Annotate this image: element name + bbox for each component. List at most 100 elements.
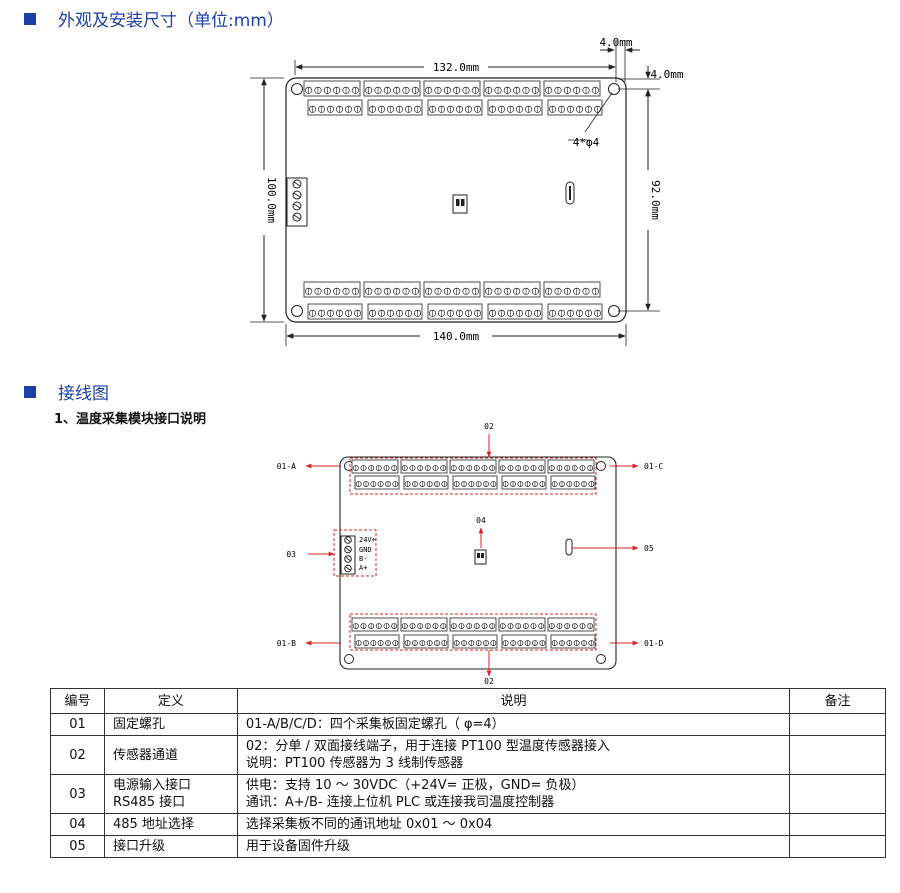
wiring-hole-c [596, 461, 606, 471]
cell-no: 04 [50, 813, 105, 836]
terminal-block [547, 303, 603, 320]
cell-def: 接口升级 [103, 835, 238, 858]
terminal-block [363, 80, 421, 97]
dim-height-outer: 100.0mm [265, 177, 278, 224]
terminal-block [547, 99, 603, 116]
terminal-block [307, 303, 363, 320]
cell-no: 01 [50, 713, 105, 736]
terminal-block [351, 459, 399, 474]
label-03: 03 [286, 550, 296, 559]
dim-height-inner: 92.0mm [649, 180, 662, 220]
terminal-block [303, 281, 361, 298]
wiring-dip-switch [474, 549, 487, 565]
terminal-block [452, 475, 498, 490]
wiring-hole-b [344, 654, 354, 664]
terminal-block [400, 459, 448, 474]
terminal-block [449, 459, 497, 474]
terminal-block [547, 617, 595, 632]
cell-note [789, 735, 886, 775]
channel-region-bottom [349, 613, 597, 651]
terminal-block [303, 80, 361, 97]
power-pin-gnd: GND [359, 546, 372, 554]
wiring-usb-port [565, 538, 573, 556]
wiring-title-text: 接线图 [58, 384, 109, 404]
cell-def: 485 地址选择 [103, 813, 238, 836]
header-desc: 说明 [236, 688, 791, 714]
cell-note [789, 713, 886, 736]
cell-desc: 用于设备固件升级 [236, 835, 791, 858]
cell-desc: 02：分单 / 双面接线端子，用于连接 PT100 型温度传感器接入说明：PT1… [236, 735, 791, 775]
power-pin-24v: 24V+ [359, 536, 376, 544]
mount-hole-tl [291, 83, 303, 95]
terminal-block [452, 634, 498, 649]
cell-note [789, 813, 886, 836]
dimensions-section-title: 外观及安装尺寸（单位:mm） [24, 6, 284, 31]
cell-desc: 选择采集板不同的通讯地址 0x01 ～ 0x04 [236, 813, 791, 836]
terminal-block [403, 634, 449, 649]
label-05: 05 [644, 544, 654, 553]
terminal-block [487, 303, 543, 320]
label-01b: 01-B [277, 639, 296, 648]
spec-table: 编号 定义 说明 备注 01 固定螺孔 01-A/B/C/D：四个采集板固定螺孔… [50, 688, 886, 858]
label-01c: 01-C [644, 462, 663, 471]
cell-def: 固定螺孔 [103, 713, 238, 736]
label-02-bottom: 02 [484, 677, 494, 686]
terminal-block [449, 617, 497, 632]
table-row: 02 传感器通道 02：分单 / 双面接线端子，用于连接 PT100 型温度传感… [50, 735, 886, 775]
label-04: 04 [476, 516, 486, 525]
power-pin-a: A+ [359, 564, 367, 572]
terminal-block [487, 99, 543, 116]
label-01d: 01-D [644, 639, 663, 648]
cell-no: 05 [50, 835, 105, 858]
channel-region-top [349, 457, 597, 495]
wiring-subtitle: 1、温度采集模块接口说明 [54, 412, 207, 427]
terminal-block [483, 281, 541, 298]
wiring-terminal-blocks [351, 459, 596, 649]
cell-desc: 供电：支持 10 ～ 30VDC（+24V= 正极，GND= 负极）通讯：A+/… [236, 774, 791, 814]
terminal-block [307, 99, 363, 116]
terminal-block [498, 617, 546, 632]
terminal-block [543, 80, 601, 97]
wiring-hole-d [596, 654, 606, 664]
header-def: 定义 [103, 688, 238, 714]
mount-hole-bl [291, 305, 303, 317]
dim-offset-y: 4.0mm [650, 68, 683, 81]
power-pin-b: B- [359, 555, 367, 563]
label-01a: 01-A [277, 462, 296, 471]
terminal-block [501, 634, 547, 649]
terminal-block [354, 634, 400, 649]
address-dip-switch [452, 194, 468, 214]
wiring-section-title: 接线图 [24, 379, 109, 404]
terminal-block [363, 281, 421, 298]
terminal-block [543, 281, 601, 298]
terminal-block [351, 617, 399, 632]
terminal-block [367, 99, 423, 116]
terminal-block [423, 80, 481, 97]
terminal-block [354, 475, 400, 490]
label-02-top: 02 [484, 422, 494, 431]
terminal-block [367, 303, 423, 320]
terminal-block [501, 475, 547, 490]
dim-holes: 4*φ4 [573, 136, 600, 149]
cell-def: 传感器通道 [103, 735, 238, 775]
terminal-block [550, 475, 596, 490]
terminal-block [498, 459, 546, 474]
table-row: 01 固定螺孔 01-A/B/C/D：四个采集板固定螺孔（ φ=4） [50, 713, 886, 736]
dim-width-outer: 140.0mm [433, 330, 480, 343]
terminal-block [427, 99, 483, 116]
terminal-block [427, 303, 483, 320]
cell-note [789, 774, 886, 814]
section-bullet-icon [24, 12, 36, 25]
cell-no: 03 [50, 774, 105, 814]
terminal-block [423, 281, 481, 298]
header-no: 编号 [50, 688, 105, 714]
terminal-block [550, 634, 596, 649]
dimensions-title-text: 外观及安装尺寸（单位:mm） [58, 11, 284, 31]
dim-width-inner: 132.0mm [433, 61, 480, 74]
table-header-row: 编号 定义 说明 备注 [50, 688, 886, 714]
cell-desc: 01-A/B/C/D：四个采集板固定螺孔（ φ=4） [236, 713, 791, 736]
terminal-block [400, 617, 448, 632]
dim-offset-x: 4.0mm [599, 36, 632, 49]
terminal-block [547, 459, 595, 474]
dimension-drawing: 132.0mm 4.0mm 4.0mm 4*φ4 92.0mm 100.0mm … [250, 36, 684, 346]
